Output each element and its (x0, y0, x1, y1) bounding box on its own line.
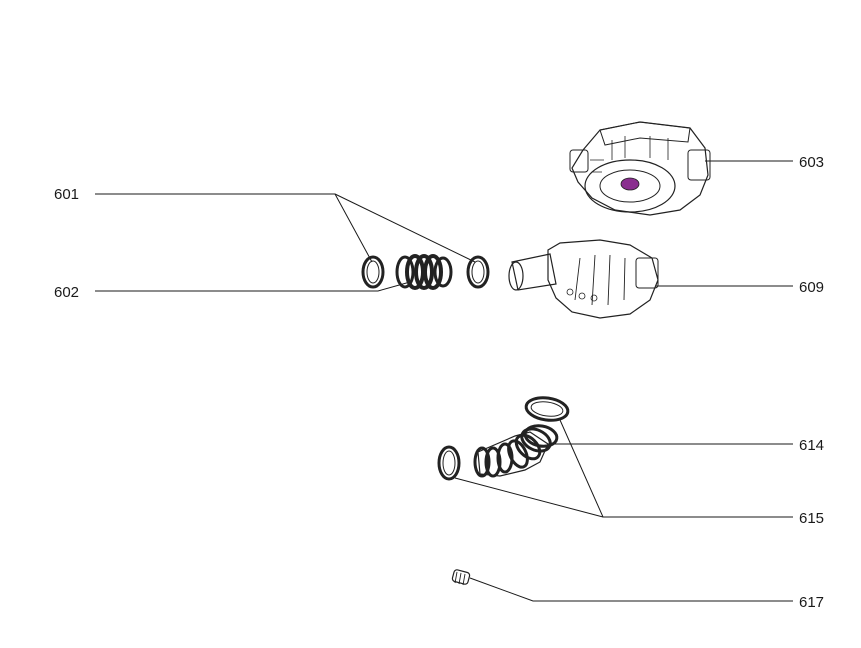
label-601: 601 (54, 186, 79, 203)
part-609-pump-housing (508, 239, 659, 319)
callout-labels: 601 602 603 609 614 615 617 (54, 154, 824, 611)
leader-601 (95, 193, 373, 263)
label-617: 617 (799, 594, 824, 611)
part-601-clamp-left (361, 255, 385, 289)
part-615-clamp-top (524, 396, 570, 422)
part-602-bellows-hose (395, 254, 453, 290)
leader-lines (95, 160, 793, 602)
label-603: 603 (799, 154, 824, 171)
label-614: 614 (799, 437, 824, 454)
leader-602 (95, 281, 411, 292)
leader-615 (559, 419, 793, 518)
part-617-fitting (451, 569, 471, 586)
part-601-clamp-right (466, 255, 490, 289)
part-615-clamp-left (437, 445, 461, 481)
leader-601-branch (334, 193, 476, 263)
part-603-heater-pump (569, 121, 711, 216)
part-614-elbow-hose (473, 424, 559, 478)
label-609: 609 (799, 279, 824, 296)
leader-615-branch (454, 477, 604, 518)
label-602: 602 (54, 284, 79, 301)
label-615: 615 (799, 510, 824, 527)
leader-617 (469, 577, 793, 602)
